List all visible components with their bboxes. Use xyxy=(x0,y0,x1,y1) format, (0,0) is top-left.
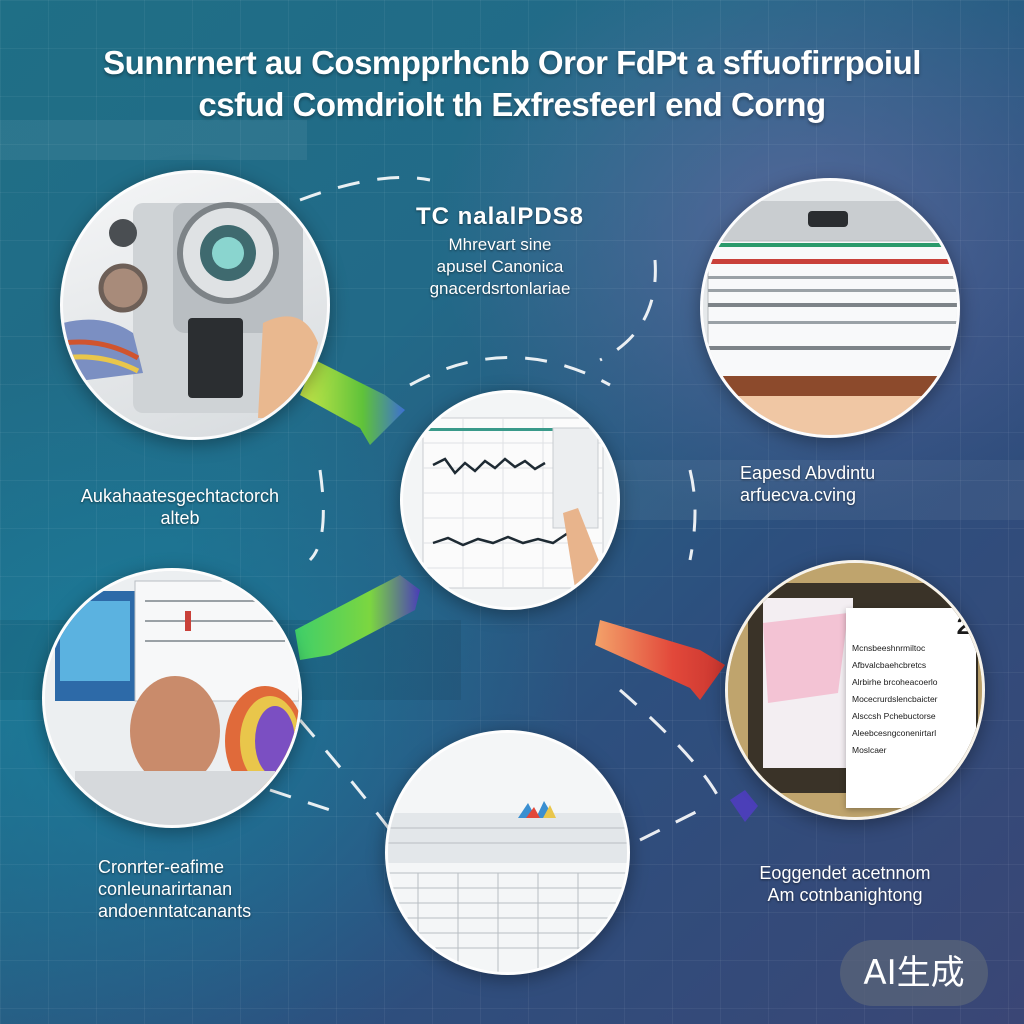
printer-illustration xyxy=(703,181,957,435)
dash-lower-right xyxy=(619,688,722,801)
label-right-lower-line-1: Eoggendet acetnnom xyxy=(759,863,931,883)
dash-lower-left xyxy=(298,719,392,831)
dash-top-left xyxy=(299,176,431,202)
document-line-6: Aleebcesngconenirtarl xyxy=(852,728,937,738)
document-image-circle: 2 Mcnsbeeshnrmiltoc Afbvalcbaehcbretcs A… xyxy=(725,560,985,820)
label-left-lower: Cronrter-eafime conleunarirtanan andoenn… xyxy=(98,856,338,922)
label-right-upper-line-1: Eapesd Abvdintu xyxy=(740,463,876,483)
ribbon-arrow-lower-left xyxy=(295,575,420,660)
document-line-2: Afbvalcbaehcbretcs xyxy=(852,660,927,670)
document-line-1: Mcnsbeeshnrmiltoc xyxy=(852,643,926,653)
dash-right-connector xyxy=(688,469,697,561)
label-left-upper-line-2: alteb xyxy=(160,508,200,528)
dash-left-connector xyxy=(308,469,325,562)
label-left-lower-line-3: andoenntatcanants xyxy=(98,901,252,921)
center-info-line-3: gnacerdsrtonlariae xyxy=(429,279,571,298)
label-left-lower-line-2: conleunarirtanan xyxy=(98,879,233,899)
dash-bottom-right xyxy=(639,808,701,842)
label-left-upper-line-1: Aukahaatesgechtactorch xyxy=(80,486,280,506)
label-right-lower: Eoggendet acetnnom Am cotnbanightong xyxy=(700,862,990,906)
title-line-2: csfud Comdriolt th Exfresfeerl end Corng xyxy=(198,86,826,123)
chart-line-upper xyxy=(432,457,546,475)
document-line-4: Mocecrurdslencbaicter xyxy=(852,694,938,704)
spreadsheet-illustration xyxy=(388,733,627,972)
label-right-upper: Eapesd Abvdintu arfuecva.cving xyxy=(740,462,980,506)
page-title: Sunnrnert au Cosmpprhcnb Oror FdPt a sff… xyxy=(0,42,1024,126)
document-line-5: Alsccsh Pchebuctorse xyxy=(852,711,936,721)
dash-bottom-left xyxy=(269,788,331,812)
chart-line-lower xyxy=(432,531,569,547)
center-info-line-2: apusel Canonica xyxy=(436,257,564,276)
label-right-lower-line-2: Am cotnbanightong xyxy=(767,885,923,905)
ribbon-arrow-right xyxy=(595,620,725,700)
small-arrow-lower-right xyxy=(730,790,758,822)
dash-arc-top xyxy=(409,356,611,387)
center-info-line-1: Mhrevart sine xyxy=(448,235,552,254)
label-right-upper-line-2: arfuecva.cving xyxy=(740,485,857,505)
spreadsheet-image-circle xyxy=(385,730,630,975)
machine-image-circle xyxy=(42,568,302,828)
dash-top-right xyxy=(599,259,657,362)
label-left-lower-line-1: Cronrter-eafime xyxy=(98,857,225,877)
camera-illustration xyxy=(63,202,318,418)
document-line-3: Alrbirhe brcoheacoerlo xyxy=(852,677,938,687)
line-chart-illustration xyxy=(422,417,617,607)
printer-image-circle xyxy=(700,178,960,438)
ai-generated-badge: AI生成 xyxy=(840,940,988,1006)
center-info-heading: TC nalalPDS8 xyxy=(415,203,585,230)
title-line-1: Sunnrnert au Cosmpprhcnb Oror FdPt a sff… xyxy=(103,44,921,81)
document-number: 2 xyxy=(956,613,970,640)
document-line-7: Moslcaer xyxy=(852,745,887,755)
camera-image-circle xyxy=(60,170,330,440)
document-panel: 2 Mcnsbeeshnrmiltoc Afbvalcbaehcbretcs A… xyxy=(846,608,976,808)
center-info-block: TC nalalPDS8 Mhrevart sine apusel Canoni… xyxy=(360,200,640,300)
chart-image-circle xyxy=(400,390,620,610)
machine-illustration xyxy=(45,571,299,825)
ribbon-arrow-upper-left xyxy=(300,360,405,445)
label-left-upper: Aukahaatesgechtactorch alteb xyxy=(40,485,320,529)
